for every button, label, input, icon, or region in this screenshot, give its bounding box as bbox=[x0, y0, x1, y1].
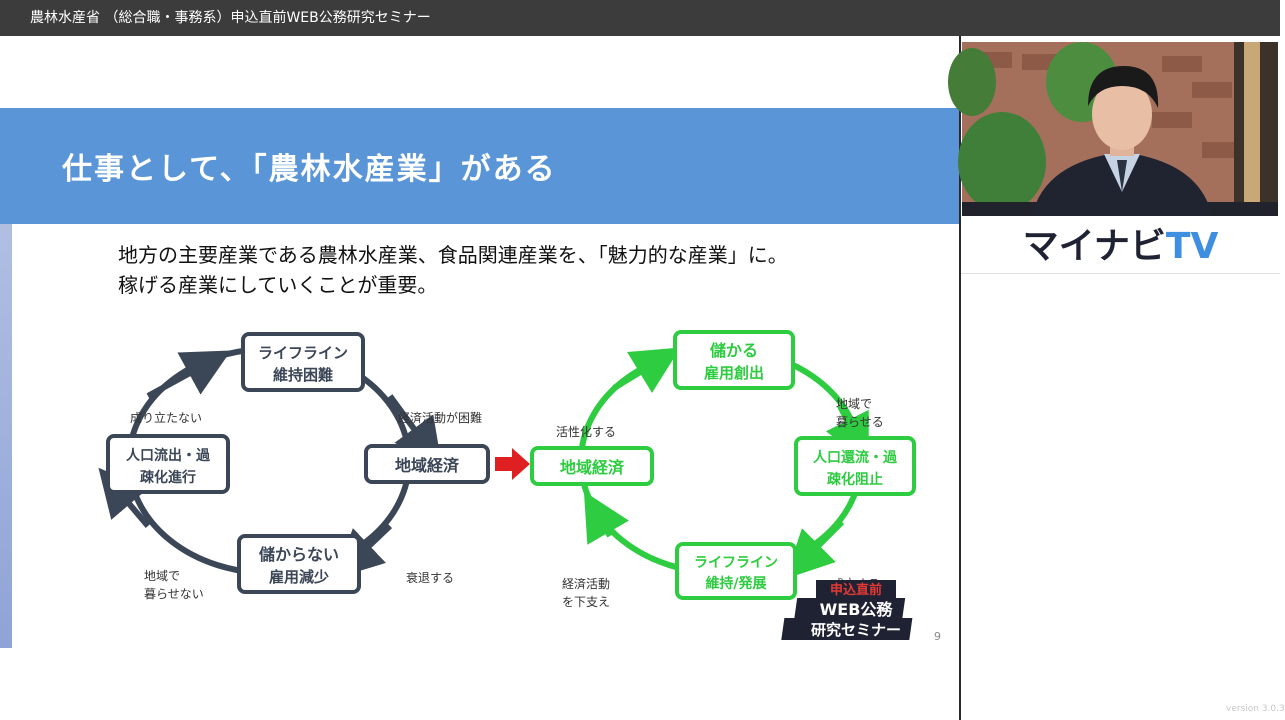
slide-body-line: 稼げる産業にしていくことが重要。 bbox=[118, 273, 438, 297]
good-label-top-right-1: 地域で bbox=[836, 397, 872, 411]
bad-label-bottom-right: 衰退する bbox=[406, 570, 454, 585]
good-arrow-tl bbox=[612, 347, 681, 393]
svg-text:WEB公務: WEB公務 bbox=[820, 600, 894, 619]
bad-label-bottom-left-1: 地域で bbox=[144, 569, 180, 583]
svg-text:儲かる: 儲かる bbox=[709, 341, 758, 360]
good-label-top-left: 活性化する bbox=[556, 425, 616, 439]
presenter-video[interactable] bbox=[948, 42, 1278, 216]
svg-text:人口流出・過: 人口流出・過 bbox=[126, 447, 211, 464]
slide-body-line: 地方の主要産業である農林水産業、食品関連産業を、「魅力的な産業」に。 bbox=[118, 243, 788, 267]
seminar-logo-stamp: 申込直前 WEB公務 研究セミナー bbox=[781, 580, 913, 640]
svg-text:疎化進行: 疎化進行 bbox=[140, 469, 196, 486]
good-arrow-br bbox=[785, 519, 845, 579]
logo-tv-text: TV bbox=[1165, 226, 1219, 267]
presentation-slide: 仕事として、「農林水産業」がある 地方の主要産業である農林水産業、食品関連産業を… bbox=[0, 36, 960, 720]
slide-page-number: 9 bbox=[934, 630, 941, 643]
svg-text:地域経済: 地域経済 bbox=[560, 458, 625, 477]
svg-text:雇用減少: 雇用減少 bbox=[269, 568, 329, 586]
bad-node-left: 人口流出・過 疎化進行 bbox=[106, 434, 230, 494]
slide-left-accent bbox=[0, 108, 12, 648]
svg-text:雇用創出: 雇用創出 bbox=[704, 364, 764, 382]
svg-text:疎化阻止: 疎化阻止 bbox=[827, 471, 883, 488]
bad-cycle: ライフライン 維持困難 地域経済 儲からない 雇用減少 人口流出・過 疎化進行 … bbox=[98, 332, 490, 601]
transition-arrow bbox=[495, 448, 530, 480]
slide-title: 仕事として、「農林水産業」がある bbox=[62, 152, 557, 187]
good-node-top: 儲かる 雇用創出 bbox=[673, 330, 795, 390]
slide-header-band: 仕事として、「農林水産業」がある bbox=[0, 108, 960, 224]
good-node-right: 人口還流・過 疎化阻止 bbox=[794, 436, 916, 496]
bad-label-bottom-left-2: 暮らせない bbox=[144, 587, 204, 601]
svg-text:維持/発展: 維持/発展 bbox=[705, 575, 766, 592]
sidebar-panel: マイナビTV bbox=[948, 36, 1280, 720]
good-node-left: 地域経済 bbox=[530, 446, 654, 486]
bad-arrow-tl bbox=[146, 350, 232, 399]
slide-body-text: 地方の主要産業である農林水産業、食品関連産業を、「魅力的な産業」に。 稼げる産業… bbox=[118, 240, 788, 300]
bad-label-top-left: 成り立たない bbox=[130, 410, 202, 425]
logo-divider bbox=[961, 273, 1280, 274]
svg-text:維持困難: 維持困難 bbox=[273, 366, 333, 384]
good-cycle: 儲かる 雇用創出 人口還流・過 疎化阻止 ライフライン 維持/発展 地域経済 地… bbox=[530, 330, 916, 609]
svg-text:儲からない: 儲からない bbox=[258, 545, 339, 564]
version-text: version 3.0.3 bbox=[1226, 704, 1285, 714]
svg-text:ライフライン: ライフライン bbox=[694, 555, 778, 571]
svg-text:申込直前: 申込直前 bbox=[830, 582, 882, 598]
bad-node-bottom: 儲からない 雇用減少 bbox=[237, 534, 361, 594]
svg-text:人口還流・過: 人口還流・過 bbox=[813, 449, 898, 466]
svg-text:ライフライン: ライフライン bbox=[258, 344, 348, 362]
window-titlebar: 農林水産省 （総合職・事務系）申込直前WEB公務研究セミナー bbox=[0, 0, 1280, 36]
good-node-bottom: ライフライン 維持/発展 bbox=[675, 542, 797, 600]
bad-node-top: ライフライン 維持困難 bbox=[241, 332, 365, 392]
good-label-bottom-left-1: 経済活動 bbox=[562, 576, 610, 591]
good-label-top-right-2: 暮らせる bbox=[836, 415, 884, 429]
cycle-diagram: ライフライン 維持困難 地域経済 儲からない 雇用減少 人口流出・過 疎化進行 … bbox=[98, 330, 916, 609]
bad-node-right: 地域経済 bbox=[364, 444, 490, 484]
mynavi-tv-logo: マイナビTV bbox=[961, 221, 1280, 273]
svg-text:研究セミナー: 研究セミナー bbox=[811, 621, 901, 639]
window-title: 農林水産省 （総合職・事務系）申込直前WEB公務研究セミナー bbox=[30, 10, 431, 26]
good-label-bottom-left-2: を下支え bbox=[562, 595, 610, 609]
logo-main-text: マイナビ bbox=[1022, 226, 1166, 267]
bad-label-top-right: 経済活動が困難 bbox=[398, 410, 482, 425]
good-arrow-bl bbox=[583, 491, 629, 545]
svg-text:地域経済: 地域経済 bbox=[395, 456, 460, 475]
bad-arrow-tr bbox=[387, 394, 443, 468]
panel-divider bbox=[959, 36, 961, 720]
